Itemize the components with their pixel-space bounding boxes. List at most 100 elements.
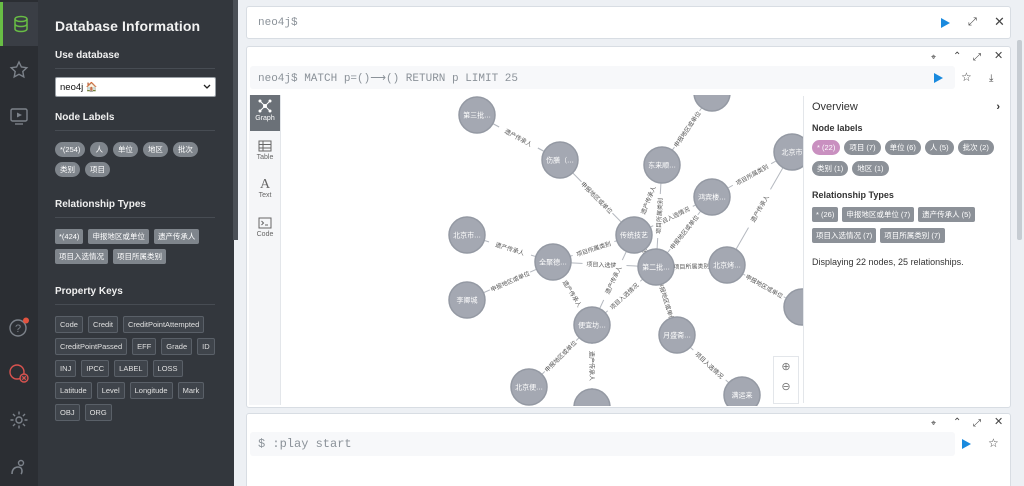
collapse-icon[interactable]: ⌃ — [953, 417, 962, 428]
property-key-tag[interactable]: ID — [197, 338, 215, 355]
relationship-type-tag[interactable]: 申报地区或单位 — [88, 229, 149, 244]
property-key-tag[interactable]: IPCC — [81, 360, 110, 377]
disconnected-icon[interactable] — [7, 361, 31, 385]
run-button[interactable] — [962, 439, 971, 449]
property-key-tag[interactable]: Grade — [161, 338, 193, 355]
graph-node[interactable]: 李卿城 — [448, 281, 486, 319]
graph-node[interactable]: 东来顺... — [643, 146, 681, 184]
overview-rel-type-tag[interactable]: 申报地区或单位 (7) — [842, 207, 915, 222]
graph-view-tab[interactable]: Graph — [250, 95, 280, 131]
property-key-tag[interactable]: OBJ — [55, 404, 80, 421]
graph-node[interactable]: 满运来 — [723, 376, 761, 406]
graph-node[interactable]: 月盛斋... — [658, 316, 696, 354]
node-label-tag[interactable]: 地区 — [142, 142, 168, 157]
property-key-tag[interactable]: INJ — [55, 360, 77, 377]
rerun-button[interactable] — [934, 73, 943, 83]
database-select[interactable]: neo4j 🏠 — [55, 77, 216, 97]
main-scrollbar[interactable] — [1017, 40, 1022, 240]
run-button[interactable] — [941, 18, 950, 28]
graph-node-label: 伤膳（... — [546, 156, 574, 165]
property-key-tag[interactable]: Longitude — [129, 382, 173, 399]
graph-node[interactable]: 全聚德... — [534, 243, 572, 281]
overview-rel-type-tag[interactable]: 遗产传承人 (5) — [918, 207, 975, 222]
property-key-tag[interactable]: Credit — [87, 316, 118, 333]
overview-rel-type-tag[interactable]: 项目入选情况 (7) — [812, 228, 877, 243]
main-editor-input[interactable]: neo4j$ — [250, 10, 960, 35]
property-key-tag[interactable]: LOSS — [152, 360, 183, 377]
relationship-type-tag[interactable]: *(424) — [55, 229, 84, 244]
zoom-out-icon[interactable]: ⊖ — [781, 381, 791, 393]
frame-query[interactable]: neo4j$ MATCH p=()⟶() RETURN p LIMIT 25 — [250, 66, 955, 89]
relationship-type-tag[interactable]: 项目入选情况 — [55, 249, 108, 264]
bottom-frame-query[interactable]: $ :play start — [250, 432, 955, 456]
star-icon[interactable] — [7, 58, 31, 82]
graph-node[interactable]: 第三批... — [458, 96, 496, 134]
property-key-tag[interactable]: LABEL — [114, 360, 148, 377]
favorite-star-icon[interactable]: ☆ — [988, 436, 999, 450]
collapse-icon[interactable]: ⌃ — [953, 51, 962, 62]
graph-node[interactable]: 北京市 — [773, 133, 803, 171]
overview-rel-type-tag[interactable]: * (26) — [812, 207, 839, 222]
close-frame-icon[interactable]: ✕ — [994, 50, 1004, 62]
overview-node-label-tag[interactable]: 项目 (7) — [844, 140, 881, 155]
help-icon[interactable]: ? — [7, 316, 31, 340]
favorite-star-icon[interactable]: ☆ — [961, 70, 972, 84]
relationship-type-tag[interactable]: 遗产传承人 — [153, 229, 200, 244]
maximize-icon[interactable]: ⤢ — [968, 16, 977, 28]
code-view-tab[interactable]: Code — [250, 217, 280, 238]
relationship-type-tag[interactable]: 项目所属类别 — [113, 249, 166, 264]
graph-node[interactable]: 便宜坊... — [573, 306, 611, 344]
graph-node[interactable]: 伤膳（... — [541, 141, 579, 179]
overview-node-label-tag[interactable]: 地区 (1) — [852, 161, 889, 176]
database-icon[interactable] — [0, 2, 38, 46]
close-frame-icon[interactable]: ✕ — [994, 416, 1004, 428]
property-key-tag[interactable]: CreditPointPassed — [55, 338, 128, 355]
graph-node[interactable] — [783, 288, 803, 326]
property-key-tag[interactable]: ORG — [84, 404, 112, 421]
guides-icon[interactable] — [7, 104, 31, 128]
node-label-tag[interactable]: 人 — [90, 142, 108, 157]
zoom-in-icon[interactable]: ⊕ — [781, 361, 791, 373]
overview-node-label-tag[interactable]: * (22) — [812, 140, 841, 155]
about-icon[interactable] — [7, 455, 31, 479]
node-label-tag[interactable]: 批次 — [172, 142, 198, 157]
overview-rel-types-heading: Relationship Types — [812, 190, 894, 200]
table-view-tab[interactable]: Table — [250, 140, 280, 161]
node-label-tag[interactable]: *(254) — [55, 142, 86, 157]
fullscreen-icon[interactable]: ⤢ — [973, 418, 981, 429]
overview-node-label-tag[interactable]: 人 (5) — [924, 140, 954, 155]
overview-node-label-tag[interactable]: 类别 (1) — [812, 161, 849, 176]
close-icon[interactable]: ✕ — [994, 14, 1005, 29]
pin-icon[interactable]: ⌖ — [931, 418, 937, 428]
graph-node[interactable] — [693, 95, 731, 112]
node-label-tag[interactable]: 项目 — [85, 162, 110, 177]
chevron-right-icon[interactable]: › — [996, 101, 1000, 113]
fullscreen-icon[interactable]: ⤢ — [973, 52, 981, 63]
graph-node[interactable]: 北京便... — [510, 368, 548, 406]
pin-icon[interactable]: ⌖ — [931, 52, 937, 62]
graph-node[interactable]: 北京烤... — [708, 246, 746, 284]
overview-node-label-tag[interactable]: 单位 (6) — [884, 140, 921, 155]
graph-canvas[interactable]: 项目入选情况申报地区或单位遗产传承人项目所属类别项目入选情况申报地区或单位遗产传… — [282, 95, 803, 406]
property-key-tag[interactable]: Level — [96, 382, 125, 399]
graph-node[interactable]: 第二批... — [637, 248, 675, 286]
drawer-title: Database Information — [55, 18, 201, 34]
gear-icon[interactable] — [7, 408, 31, 432]
property-key-tag[interactable]: Mark — [177, 382, 205, 399]
download-icon[interactable]: ⤓ — [989, 73, 994, 84]
property-key-tag[interactable]: CreditPointAttempted — [122, 316, 205, 333]
text-view-tab[interactable]: A Text — [250, 178, 280, 200]
graph-node[interactable]: 鸿宾楼... — [693, 178, 731, 216]
overview-node-label-tag[interactable]: 批次 (2) — [957, 140, 994, 155]
node-label-tag[interactable]: 单位 — [112, 142, 138, 157]
graph-node-label: 传统技艺 — [620, 231, 648, 240]
graph-node[interactable]: 传统技艺 — [615, 216, 653, 254]
property-key-tag[interactable]: Latitude — [55, 382, 92, 399]
drawer-scrollbar[interactable] — [233, 0, 238, 240]
property-key-tag[interactable]: Code — [55, 316, 83, 333]
node-label-tag[interactable]: 类别 — [55, 162, 80, 177]
graph-node[interactable]: 北京市... — [448, 216, 486, 254]
overview-rel-type-tag[interactable]: 项目所属类别 (7) — [880, 228, 945, 243]
graph-node[interactable] — [573, 388, 611, 406]
property-key-tag[interactable]: EFF — [132, 338, 157, 355]
